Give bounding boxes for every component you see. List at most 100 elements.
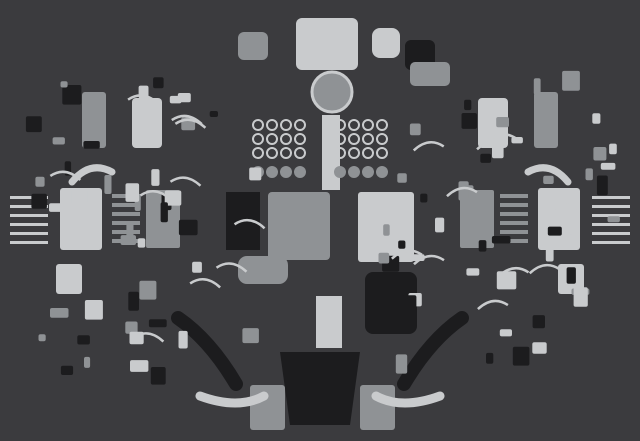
left-bank bbox=[56, 92, 269, 408]
piston-ring bbox=[252, 147, 264, 159]
intercooler bbox=[316, 296, 342, 348]
piston bbox=[280, 166, 292, 178]
cylinder-head bbox=[538, 188, 580, 250]
exhaust-manifold bbox=[534, 92, 558, 148]
small-part bbox=[592, 113, 601, 124]
small-part bbox=[512, 346, 530, 366]
piston bbox=[334, 166, 346, 178]
rod bbox=[127, 94, 159, 105]
valve bbox=[10, 196, 48, 199]
small-part bbox=[192, 261, 202, 273]
small-part bbox=[478, 240, 487, 252]
alternator bbox=[372, 28, 400, 58]
valve bbox=[10, 241, 48, 244]
small-part bbox=[160, 202, 168, 223]
small-part bbox=[383, 224, 390, 236]
small-part bbox=[395, 354, 408, 374]
piston-ring bbox=[294, 119, 306, 131]
small-part bbox=[25, 116, 42, 133]
rod bbox=[233, 218, 266, 230]
piston bbox=[376, 166, 388, 178]
small-part bbox=[562, 70, 580, 91]
small-part bbox=[607, 216, 620, 223]
small-part bbox=[71, 188, 88, 205]
oil-pan bbox=[268, 192, 330, 260]
piston-ring bbox=[294, 147, 306, 159]
piston-ring bbox=[334, 147, 346, 159]
small-part bbox=[496, 271, 517, 290]
piston-ring bbox=[362, 147, 374, 159]
rod bbox=[169, 176, 202, 187]
valve bbox=[592, 241, 630, 244]
rocker-arm bbox=[112, 230, 140, 234]
small-part bbox=[150, 367, 166, 385]
piston-ring bbox=[280, 147, 292, 159]
rod bbox=[174, 118, 207, 129]
rocker-arm bbox=[112, 221, 140, 225]
rocker-arm bbox=[500, 194, 528, 198]
small-part bbox=[249, 167, 262, 181]
hose bbox=[524, 164, 572, 186]
small-engine-parts bbox=[10, 70, 630, 385]
small-part bbox=[148, 319, 167, 328]
small-part bbox=[461, 113, 477, 129]
small-part bbox=[492, 145, 504, 159]
small-part bbox=[104, 175, 112, 194]
crankshaft bbox=[322, 115, 340, 190]
small-part bbox=[596, 175, 608, 196]
valve bbox=[592, 232, 630, 235]
rod bbox=[476, 139, 508, 151]
small-part bbox=[38, 334, 46, 342]
bracket-left bbox=[250, 385, 285, 430]
piston-ring bbox=[362, 119, 374, 131]
small-part bbox=[543, 175, 554, 184]
small-part bbox=[130, 360, 149, 372]
small-part bbox=[169, 95, 182, 104]
exhaust-manifold bbox=[82, 92, 106, 148]
piston-ring bbox=[376, 133, 388, 145]
starter bbox=[410, 62, 450, 86]
piston-ring bbox=[266, 147, 278, 159]
small-part bbox=[139, 280, 157, 300]
small-part bbox=[402, 295, 417, 315]
coolant-pipe bbox=[195, 391, 269, 408]
valve bbox=[592, 214, 630, 217]
valve bbox=[10, 232, 48, 235]
small-part bbox=[242, 328, 259, 344]
small-part bbox=[532, 342, 547, 354]
piston bbox=[348, 166, 360, 178]
valve bbox=[10, 214, 48, 217]
small-part bbox=[532, 315, 545, 329]
small-part bbox=[609, 143, 617, 155]
water-pump bbox=[238, 32, 268, 60]
small-part bbox=[435, 217, 445, 233]
small-part bbox=[573, 287, 588, 307]
piston-ring bbox=[334, 119, 346, 131]
small-part bbox=[466, 268, 480, 276]
small-part bbox=[420, 193, 428, 203]
small-part bbox=[600, 162, 616, 170]
rod bbox=[132, 332, 165, 343]
rod bbox=[139, 190, 172, 201]
small-part bbox=[146, 196, 155, 216]
rod bbox=[446, 186, 478, 198]
small-part bbox=[52, 137, 65, 145]
small-part bbox=[547, 226, 562, 236]
small-part bbox=[499, 329, 512, 337]
rod bbox=[391, 249, 423, 260]
rod bbox=[528, 263, 561, 275]
small-part bbox=[50, 308, 69, 318]
piston bbox=[362, 166, 374, 178]
small-part bbox=[464, 99, 472, 111]
small-part bbox=[164, 190, 182, 206]
intake-pipe bbox=[397, 311, 469, 391]
small-part bbox=[49, 203, 69, 212]
rocker-arm bbox=[500, 230, 528, 234]
rocker-arm bbox=[500, 239, 528, 243]
intake-pipe bbox=[171, 311, 243, 391]
small-part bbox=[153, 77, 164, 89]
piston-ring bbox=[280, 133, 292, 145]
small-part bbox=[125, 321, 138, 334]
valve bbox=[10, 223, 48, 226]
